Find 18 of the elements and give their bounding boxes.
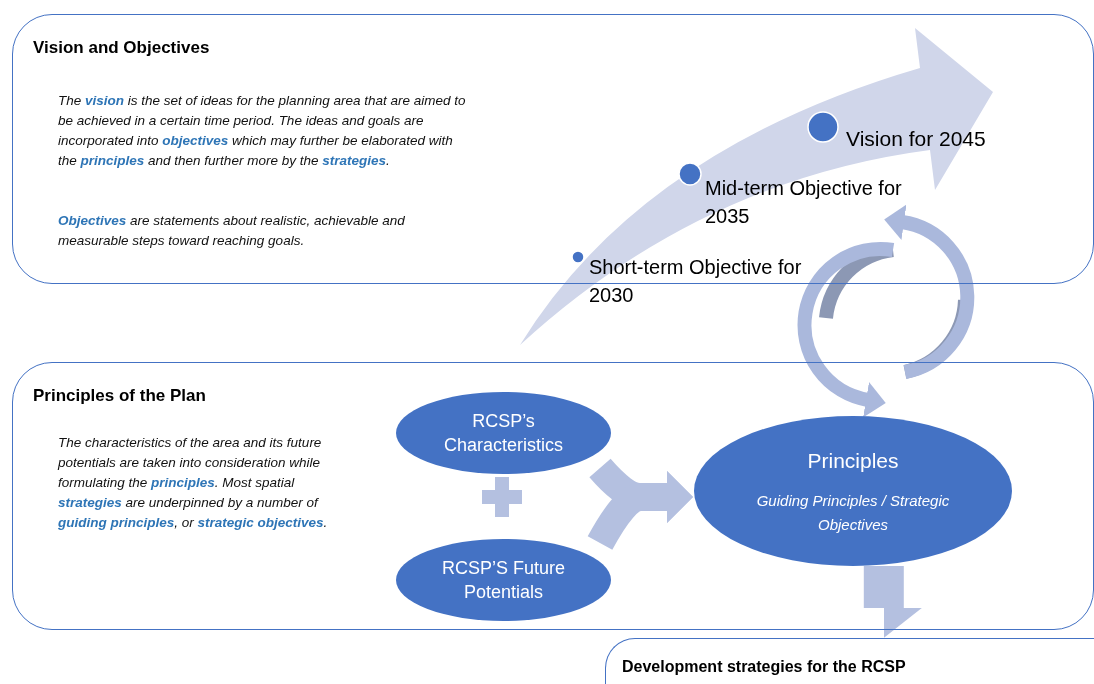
ellipse-title: Principles bbox=[807, 448, 899, 475]
section-panel bbox=[605, 638, 1094, 684]
panel-heading: Vision and Objectives bbox=[33, 37, 210, 59]
ellipse-subtitle: Guiding Principles / Strategic Objectives bbox=[755, 490, 951, 535]
curved-arrow bbox=[797, 242, 894, 418]
timeline-label: Vision for 2045 bbox=[846, 126, 987, 152]
panel-heading: Principles of the Plan bbox=[33, 385, 206, 407]
section-panel bbox=[12, 362, 1094, 630]
section-panel bbox=[12, 14, 1094, 284]
curved-arrow bbox=[884, 204, 975, 379]
description-text: The characteristics of the area and its future potentials are taken into consideration while formulating the principles. Most spatial strategies are underpinned by a number of guiding principles, or strategic objectives. bbox=[58, 434, 328, 532]
description-text: Objectives are statements about realistic, achievable and measurable steps toward reaching goals. bbox=[58, 212, 406, 250]
ellipse-text: RCSP’S Future Potentials bbox=[440, 557, 566, 604]
panel-heading: Development strategies for the RCSP bbox=[622, 657, 906, 677]
timeline-label: Mid-term Objective for 2035 bbox=[705, 176, 903, 229]
description-text: The vision is the set of ideas for the planning area that are aimed to be achieved in a certain time period. The ideas and goals are incorporated into objectives which may further be elaborated with the principles and then further more by the strategies. bbox=[58, 92, 467, 170]
ellipse-text: RCSP’s Characteristics bbox=[443, 410, 564, 457]
timeline-label: Short-term Objective for 2030 bbox=[589, 255, 803, 308]
